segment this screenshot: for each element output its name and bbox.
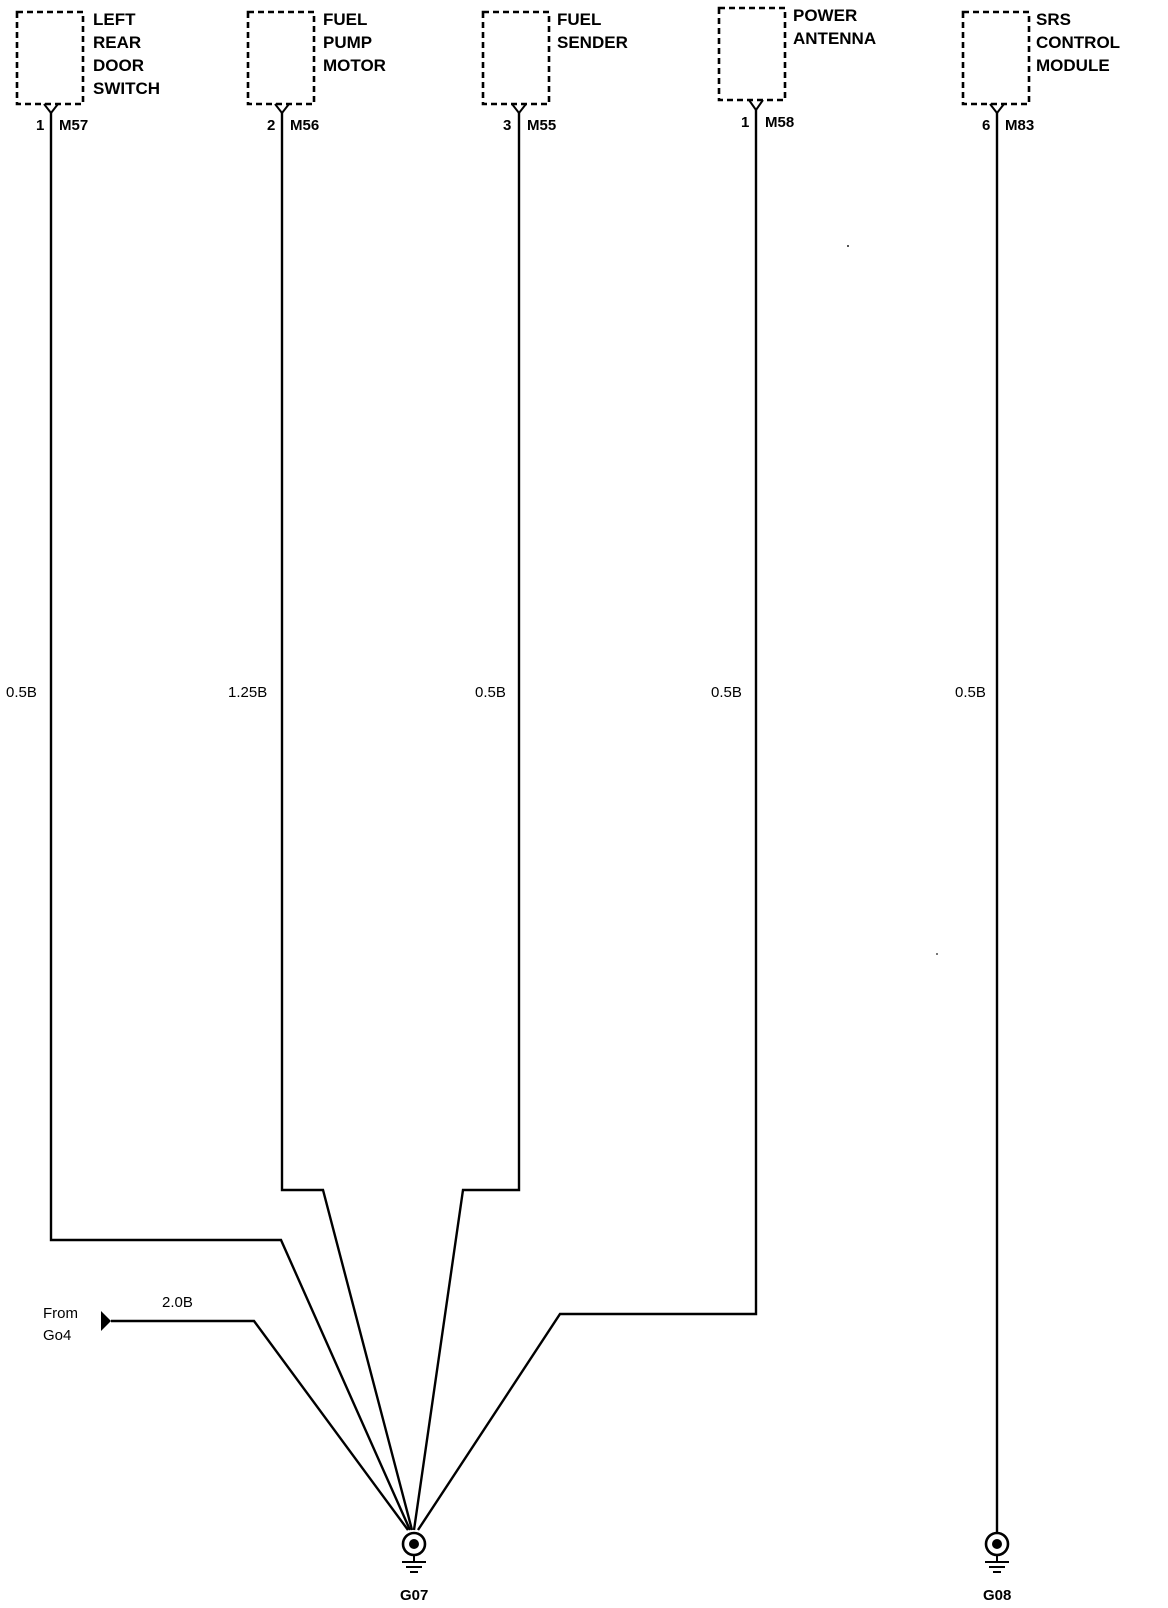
ground-label: G08	[983, 1587, 1011, 1604]
connector-terminal	[274, 103, 290, 115]
component-fuel-pump-motor: FUEL PUMP MOTOR 2 M56 1.25B	[228, 10, 386, 701]
component-box	[961, 10, 1031, 106]
wire-size-label: 0.5B	[475, 684, 506, 701]
wire-m57-to-g07	[49, 112, 412, 1531]
component-label-line: FUEL	[323, 10, 367, 29]
connector-terminal	[989, 103, 1005, 115]
wire-size-label: 0.5B	[955, 684, 986, 701]
component-label-line: CONTROL	[1036, 33, 1120, 52]
component-label-line: FUEL	[557, 10, 601, 29]
pin-number: 2	[267, 117, 275, 134]
wire-arrow-icon	[101, 1311, 111, 1331]
component-label-line: PUMP	[323, 33, 372, 52]
component-label-line: SENDER	[557, 33, 628, 52]
ground-terminal-dot	[409, 1539, 419, 1549]
component-box	[481, 10, 551, 106]
component-box	[246, 10, 316, 106]
connector-id: M56	[290, 117, 319, 134]
incoming-from-label: From	[43, 1305, 78, 1322]
ground-g08: G08	[983, 1531, 1011, 1604]
wire-m55-to-g07	[412, 112, 521, 1531]
component-fuel-sender: FUEL SENDER 3 M55 0.5B	[475, 10, 628, 701]
wire-size-label: 0.5B	[6, 684, 37, 701]
pin-number: 6	[982, 117, 990, 134]
connector-id: M55	[527, 117, 556, 134]
component-label-line: ANTENNA	[793, 29, 876, 48]
wire-m56-to-g07	[280, 112, 414, 1531]
scan-speck	[847, 245, 849, 247]
wire-size-label: 2.0B	[162, 1294, 193, 1311]
connector-terminal	[748, 99, 764, 112]
component-box	[15, 10, 85, 106]
component-left-rear-door-switch: LEFT REAR DOOR SWITCH 1 M57 0.5B	[6, 10, 160, 701]
connector-id: M57	[59, 117, 88, 134]
wire-size-label: 1.25B	[228, 684, 267, 701]
wire-size-label: 0.5B	[711, 684, 742, 701]
component-box	[717, 6, 787, 102]
component-srs-control-module: SRS CONTROL MODULE 6 M83 0.5B	[955, 10, 1120, 701]
ground-g07: G07	[400, 1531, 428, 1604]
component-label-line: LEFT	[93, 10, 136, 29]
component-power-antenna: POWER ANTENNA 1 M58 0.5B	[711, 6, 876, 701]
connector-terminal	[43, 103, 59, 115]
pin-number: 1	[741, 114, 749, 131]
scan-speck	[936, 953, 938, 955]
component-label-line: MOTOR	[323, 56, 386, 75]
ground-terminal-dot	[992, 1539, 1002, 1549]
component-label-line: POWER	[793, 6, 857, 25]
connector-id: M58	[765, 114, 794, 131]
component-label-line: MODULE	[1036, 56, 1110, 75]
component-label-line: SRS	[1036, 10, 1071, 29]
pin-number: 1	[36, 117, 44, 134]
connector-terminal	[511, 103, 527, 115]
incoming-wire-from-go4: From Go4 2.0B	[43, 1294, 409, 1531]
wire-go4-to-g07	[111, 1319, 409, 1531]
incoming-from-label: Go4	[43, 1327, 71, 1344]
component-label-line: REAR	[93, 33, 141, 52]
ground-label: G07	[400, 1587, 428, 1604]
wire-m58-to-g07	[416, 110, 758, 1531]
component-label-line: SWITCH	[93, 79, 160, 98]
connector-id: M83	[1005, 117, 1034, 134]
pin-number: 3	[503, 117, 511, 134]
component-label-line: DOOR	[93, 56, 144, 75]
